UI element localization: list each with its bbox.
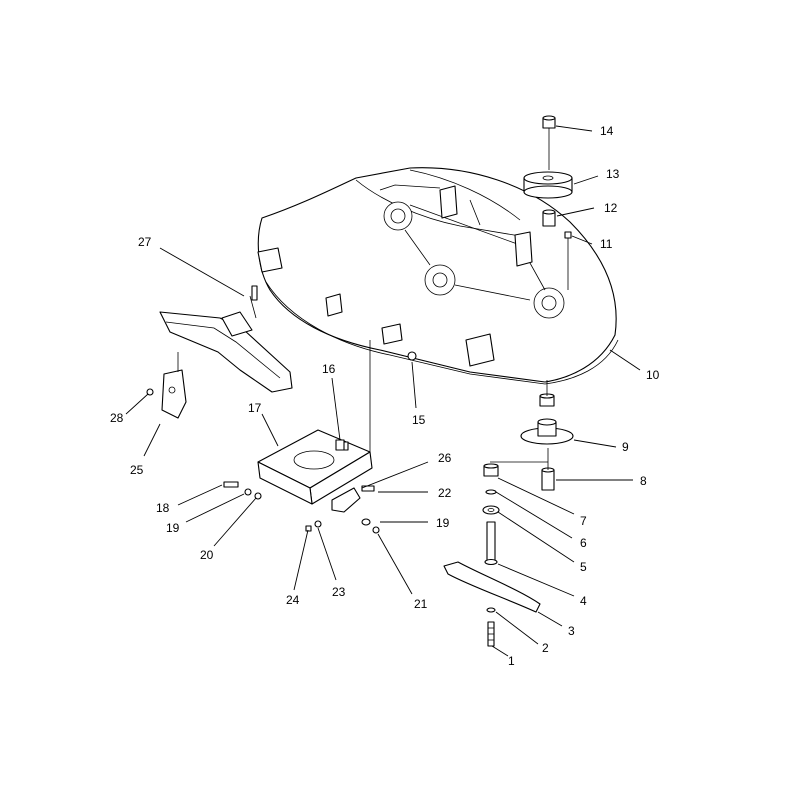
spacer	[542, 209, 556, 227]
callout-1: 1	[508, 654, 515, 668]
callout-6: 6	[580, 536, 587, 550]
pivot-bracket	[146, 352, 187, 419]
pulley	[523, 171, 573, 199]
callout-11: 11	[600, 237, 613, 251]
hitch-bracket	[159, 285, 293, 393]
callout-3: 3	[568, 624, 575, 638]
callout-10: 10	[646, 368, 660, 382]
callout-16: 16	[322, 362, 336, 376]
callout-14: 14	[600, 124, 614, 138]
callout-20: 20	[200, 548, 214, 562]
callout-7: 7	[580, 514, 587, 528]
mower-blade	[443, 561, 541, 613]
callout-26: 26	[438, 451, 452, 465]
callout-28: 28	[110, 411, 124, 425]
callout-24: 24	[286, 593, 300, 607]
callout-8: 8	[640, 474, 647, 488]
callout-23: 23	[332, 585, 346, 599]
callout-12: 12	[604, 201, 618, 215]
callout-15: 15	[412, 413, 426, 427]
bolt-15	[407, 351, 417, 361]
spindle-housing	[520, 380, 574, 445]
callout-21: 21	[414, 597, 428, 611]
leader-lines	[125, 125, 641, 657]
mounting-hardware	[223, 481, 380, 534]
spindle-bolt	[564, 231, 572, 290]
bearing-sleeve	[541, 467, 555, 491]
pin-bracket	[331, 485, 375, 513]
pulley-nut	[542, 115, 556, 170]
callout-19-right: 19	[436, 516, 450, 530]
callout-4: 4	[580, 594, 587, 608]
callout-17: 17	[248, 401, 262, 415]
bolt-16	[335, 439, 345, 451]
callout-22: 22	[438, 486, 452, 500]
spindle-shaft-stack	[482, 448, 549, 566]
callout-13: 13	[606, 167, 620, 181]
callout-5: 5	[580, 560, 587, 574]
callout-9: 9	[622, 440, 629, 454]
callout-18: 18	[156, 501, 170, 515]
mower-deck-housing	[257, 167, 619, 385]
blade-bolt	[486, 607, 496, 647]
callout-27: 27	[138, 235, 152, 249]
callout-19-left: 19	[166, 521, 180, 535]
callout-labels: 14 13 12 11 27 10 16 15 28 17 9 25 26 8 …	[110, 124, 660, 668]
callout-2: 2	[542, 641, 549, 655]
callout-25: 25	[130, 463, 144, 477]
